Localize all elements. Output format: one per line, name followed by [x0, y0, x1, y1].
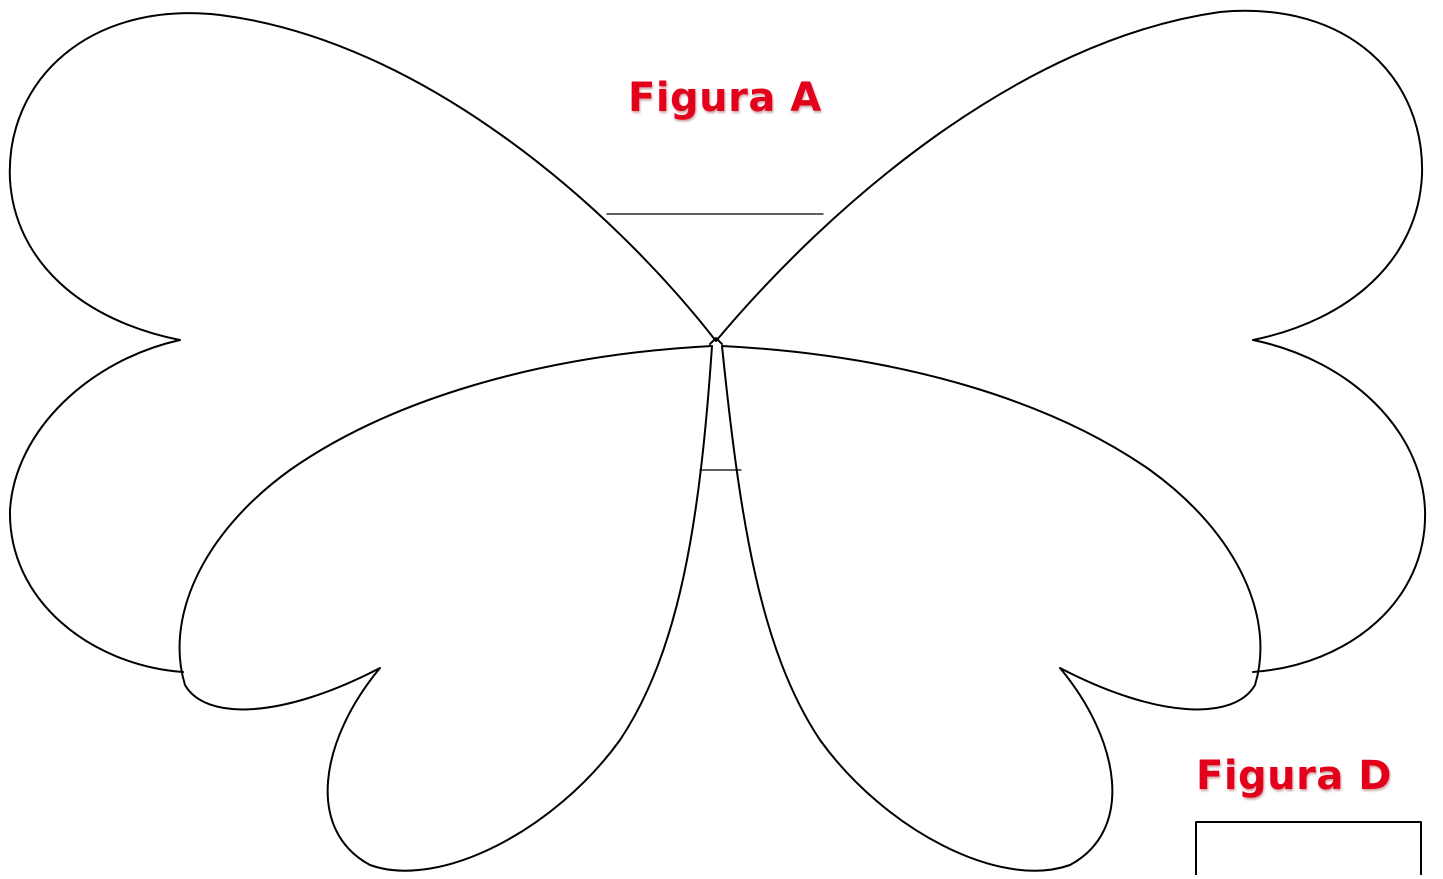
lower-right-wing [721, 345, 1262, 872]
upper-right-wing [715, 9, 1427, 673]
body-notch [709, 337, 723, 345]
lower-left-wing [178, 345, 713, 872]
figure-d-box [1195, 821, 1422, 876]
figure-d-label: Figura D [1196, 753, 1392, 799]
upper-left-wing [8, 12, 717, 673]
figure-a-label: Figura A [628, 75, 822, 121]
